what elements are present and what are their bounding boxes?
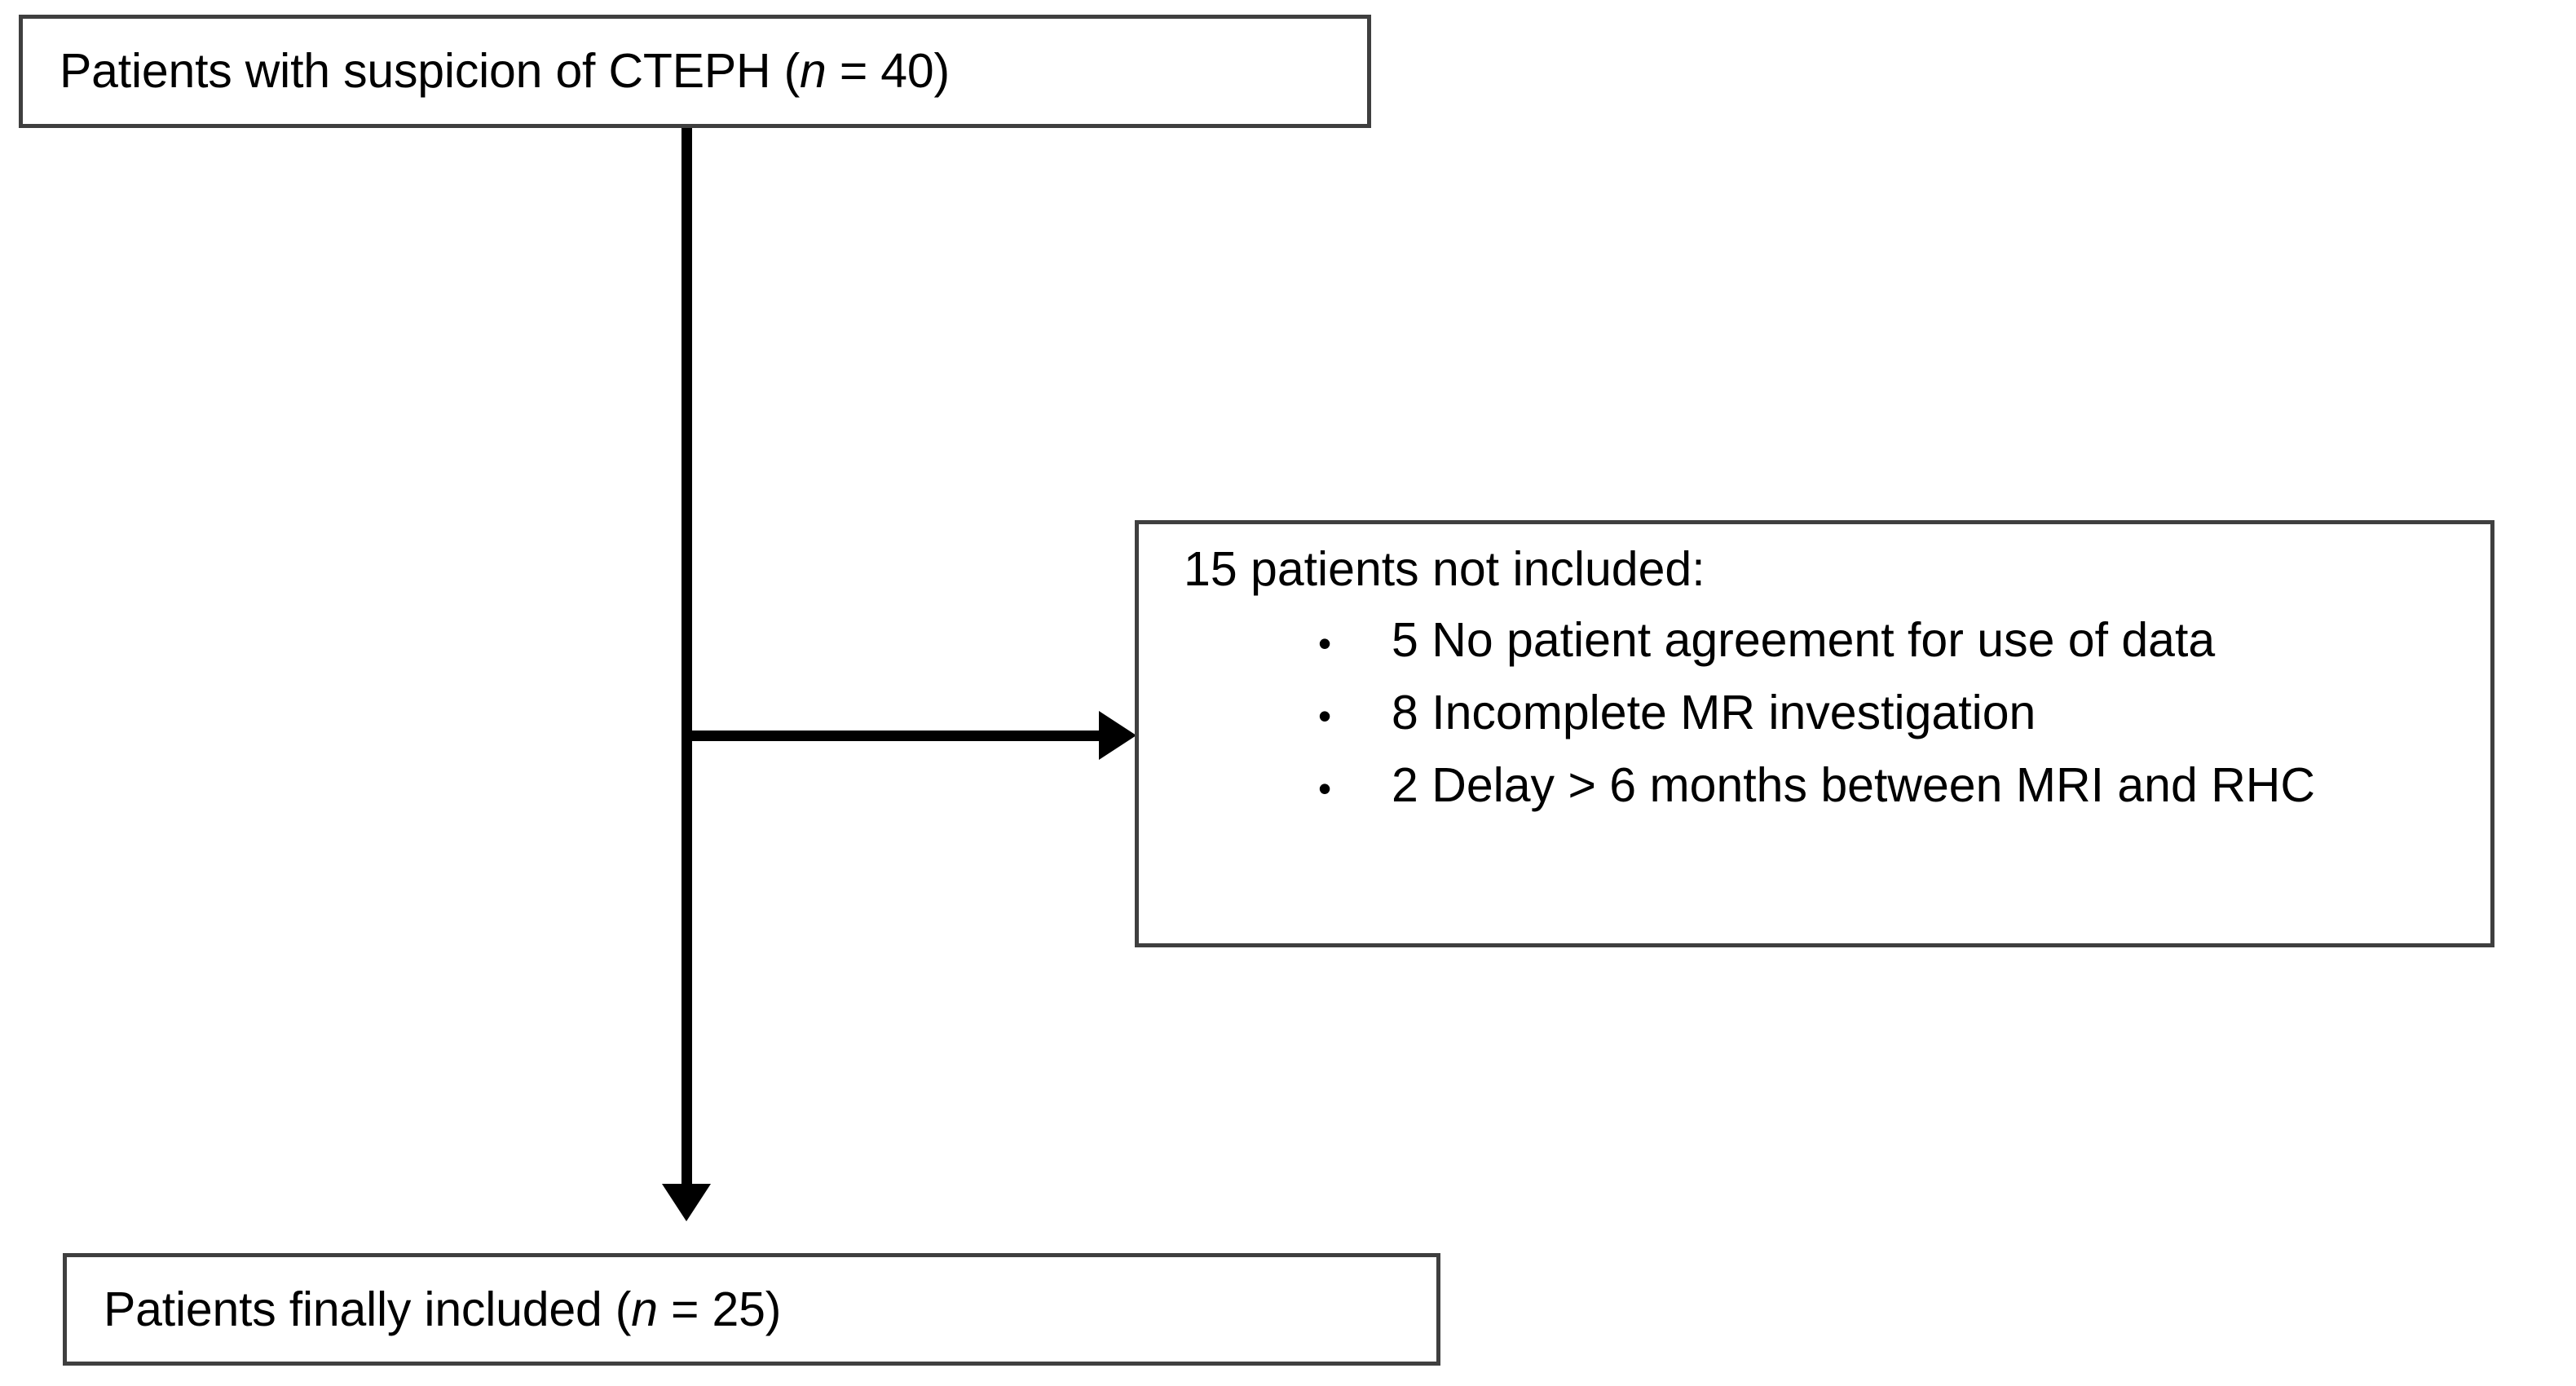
bullet-icon: • (1318, 695, 1332, 737)
node-included-label: Patients finally included (n = 25) (104, 1285, 1436, 1334)
arrowhead-right-icon (1099, 711, 1136, 760)
suspicion-text-after-n: = 40) (826, 44, 950, 98)
bullet-icon: • (1318, 767, 1332, 810)
node-patients-not-included: 15 patients not included: • 5 No patient… (1135, 520, 2494, 947)
included-text-before-n: Patients finally included ( (104, 1282, 632, 1336)
branch-to-exclusions-line (681, 731, 1105, 741)
node-patients-finally-included: Patients finally included (n = 25) (63, 1253, 1440, 1366)
list-item: • 8 Incomplete MR investigation (1184, 689, 2490, 737)
suspicion-n-symbol: n (800, 44, 827, 98)
included-text-after-n: = 25) (657, 1282, 782, 1336)
list-item: • 5 No patient agreement for use of data (1184, 616, 2490, 664)
node-patients-with-suspicion: Patients with suspicion of CTEPH (n = 40… (19, 15, 1371, 128)
arrowhead-down-icon (662, 1184, 711, 1221)
bullet-icon: • (1318, 622, 1332, 664)
exclusion-reason-list: • 5 No patient agreement for use of data… (1184, 616, 2490, 810)
list-item: • 2 Delay > 6 months between MRI and RHC (1184, 761, 2490, 810)
included-n-symbol: n (631, 1282, 658, 1336)
exclusions-heading: 15 patients not included: (1184, 542, 1705, 596)
exclusion-reason-label: 5 No patient agreement for use of data (1392, 613, 2216, 667)
node-suspicion-label: Patients with suspicion of CTEPH (n = 40… (60, 47, 1367, 95)
exclusion-reason-label: 2 Delay > 6 months between MRI and RHC (1392, 758, 2316, 812)
suspicion-text-before-n: Patients with suspicion of CTEPH ( (60, 44, 801, 98)
exclusion-reason-label: 8 Incomplete MR investigation (1392, 686, 2036, 739)
vertical-flow-line (681, 128, 692, 1194)
